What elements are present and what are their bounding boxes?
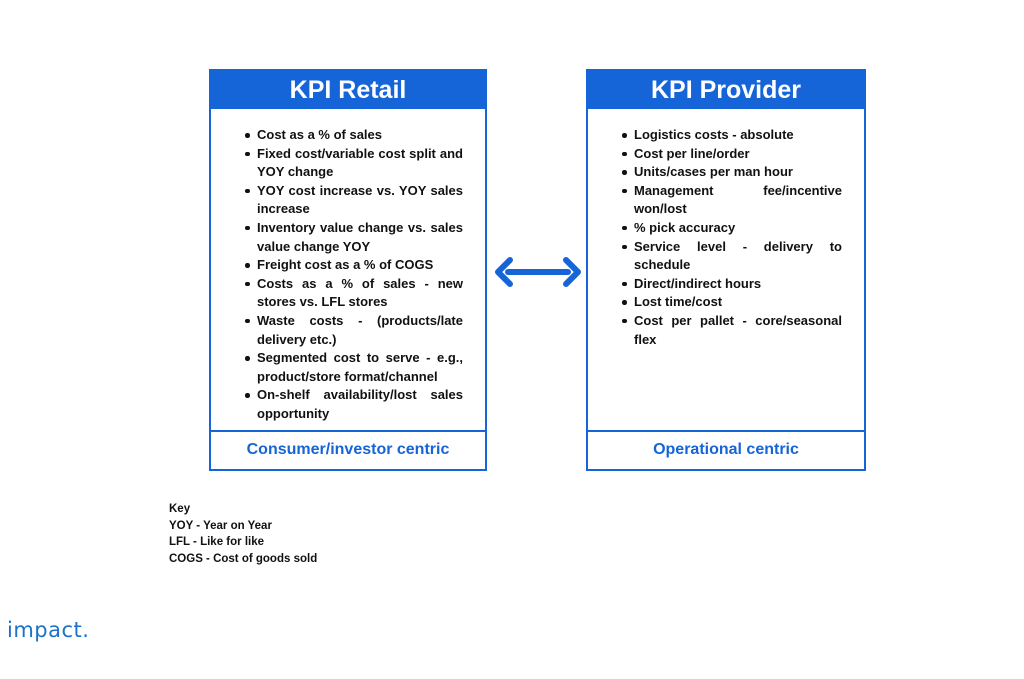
kpi-provider-footer: Operational centric — [588, 430, 864, 469]
list-item: Costs as a % of sales - new stores vs. L… — [245, 275, 463, 312]
list-item: Units/cases per man hour — [622, 163, 842, 182]
list-item: Inventory value change vs. sales value c… — [245, 219, 463, 256]
list-item: Cost per line/order — [622, 145, 842, 164]
impact-logo: impact. — [7, 618, 90, 642]
list-item: Cost per pallet - core/seasonal flex — [622, 312, 842, 349]
list-item: Logistics costs - absolute — [622, 126, 842, 145]
list-item: Fixed cost/variable cost split and YOY c… — [245, 145, 463, 182]
kpi-retail-list: Cost as a % of sales Fixed cost/variable… — [211, 126, 485, 424]
list-item: % pick accuracy — [622, 219, 842, 238]
list-item: Cost as a % of sales — [245, 126, 463, 145]
double-arrow-icon — [495, 257, 581, 287]
kpi-provider-panel: KPI Provider Logistics costs - absolute … — [586, 69, 866, 471]
kpi-retail-panel: KPI Retail Cost as a % of sales Fixed co… — [209, 69, 487, 471]
kpi-provider-title: KPI Provider — [588, 71, 864, 109]
key-line: COGS - Cost of goods sold — [169, 552, 318, 565]
list-item: YOY cost increase vs. YOY sales increase — [245, 182, 463, 219]
kpi-provider-list: Logistics costs - absolute Cost per line… — [588, 126, 864, 349]
list-item: Freight cost as a % of COGS — [245, 256, 463, 275]
list-item: Service level - delivery to schedule — [622, 238, 842, 275]
list-item: Management fee/incentive won/lost — [622, 182, 842, 219]
kpi-retail-footer: Consumer/investor centric — [211, 430, 485, 469]
key-line: LFL - Like for like — [169, 536, 264, 548]
list-item: Lost time/cost — [622, 293, 842, 312]
list-item: Waste costs - (products/late delivery et… — [245, 312, 463, 349]
kpi-retail-title: KPI Retail — [211, 71, 485, 109]
list-item: Segmented cost to serve - e.g., product/… — [245, 349, 463, 386]
key-line: YOY - Year on Year — [169, 519, 272, 532]
list-item: On-shelf availability/lost sales opportu… — [245, 386, 463, 423]
list-item: Direct/indirect hours — [622, 275, 842, 294]
key-legend: Key YOY - Year on Year LFL - Like for li… — [169, 501, 317, 567]
key-title: Key — [169, 503, 191, 515]
